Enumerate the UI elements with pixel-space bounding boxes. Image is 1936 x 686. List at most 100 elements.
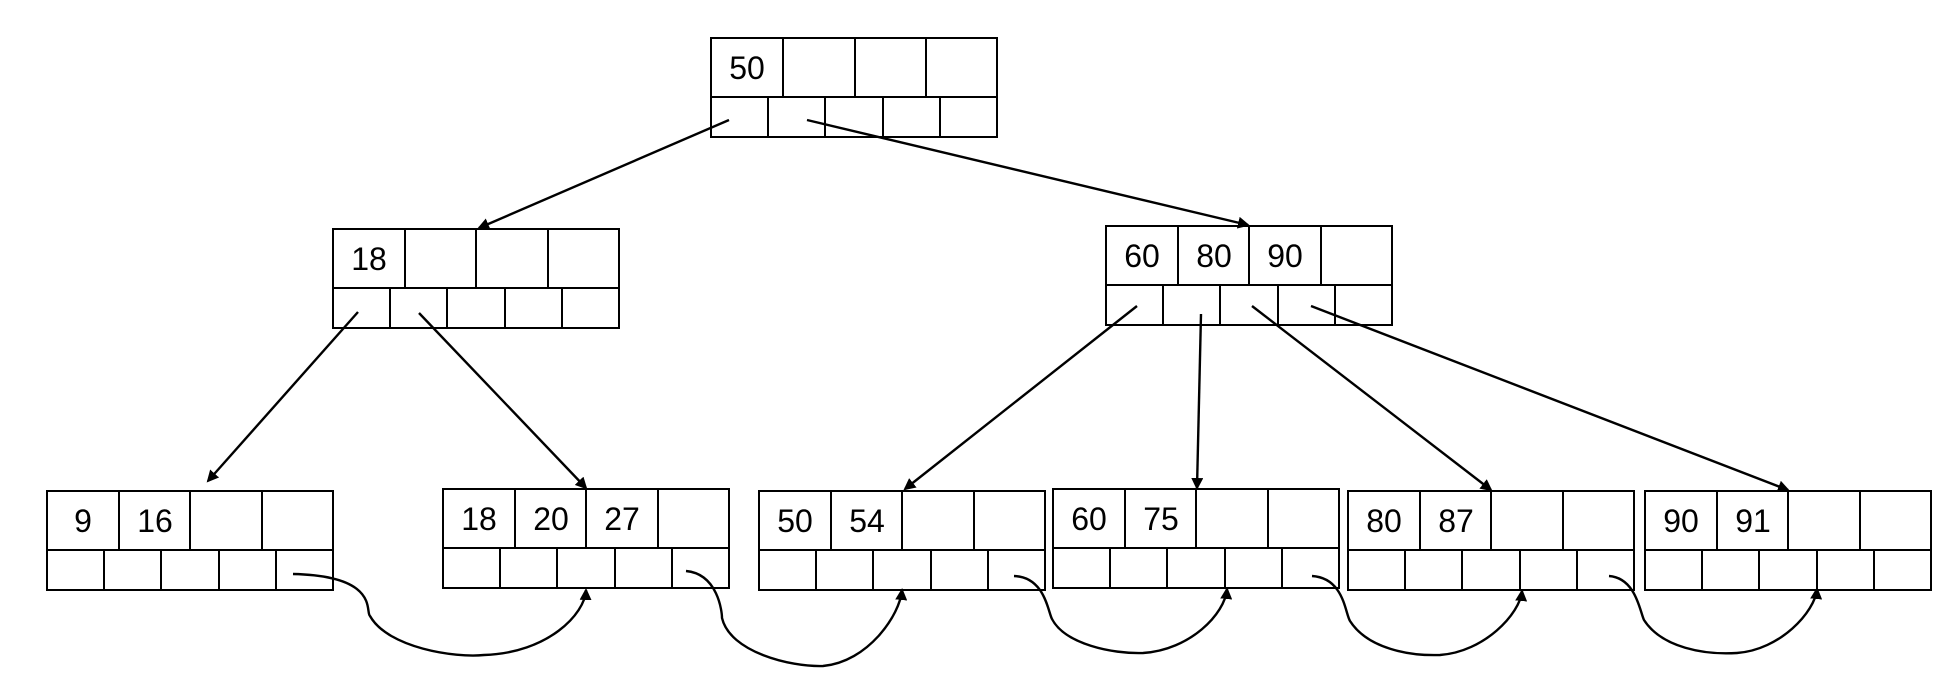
key-row: 50 54: [758, 490, 1046, 551]
pointer-row: [1644, 549, 1932, 591]
pointer-cell: [939, 96, 998, 138]
key-cell: [261, 490, 334, 551]
pointer-cell: [815, 549, 874, 591]
key-cell: [973, 490, 1046, 551]
internal-node-left: 18: [332, 228, 620, 329]
leaf-sibling-links: [292, 569, 1823, 668]
key-cell: [1195, 488, 1269, 549]
key-cell: [854, 37, 927, 98]
pointer-row: [442, 547, 730, 589]
pointer-row: [1052, 547, 1340, 589]
pointer-cell: [1701, 549, 1760, 591]
sibling-link-arrow: [292, 572, 592, 657]
pointer-cell: [160, 549, 220, 591]
edge-arrow: [903, 305, 1138, 491]
key-cell: [1248, 225, 1322, 286]
edge-arrow: [477, 118, 730, 230]
leaf-node: 60 75: [1052, 488, 1340, 589]
key-cell: [925, 37, 998, 98]
pointer-cell: [1052, 547, 1111, 589]
pointer-cell: [1404, 549, 1463, 591]
pointer-cell: [1461, 549, 1521, 591]
key-row: 18: [332, 228, 620, 289]
key-cell: [830, 490, 903, 551]
key-label: 27: [604, 501, 640, 537]
pointer-cell: [1519, 549, 1578, 591]
leaf-node: 90 91: [1644, 490, 1932, 591]
pointer-row: [710, 96, 998, 138]
pointer-cell: [442, 547, 501, 589]
key-label: 54: [849, 503, 885, 539]
pointer-row: [1105, 284, 1393, 326]
key-cell: [710, 37, 784, 98]
pointer-cell: [556, 547, 616, 589]
pointer-row: [332, 287, 620, 329]
pointer-cell: [1758, 549, 1818, 591]
key-cell: [657, 488, 730, 549]
pointer-cell: [275, 549, 334, 591]
key-label: 91: [1735, 503, 1771, 539]
key-cell: [782, 37, 856, 98]
pointer-cell: [1277, 284, 1336, 326]
key-label: 80: [1196, 238, 1232, 274]
pointer-cell: [1347, 549, 1406, 591]
key-label: 75: [1143, 501, 1179, 537]
key-cell: [1347, 490, 1421, 551]
pointer-cell: [389, 287, 448, 329]
leaf-node: 50 54: [758, 490, 1046, 591]
key-label: 80: [1366, 503, 1402, 539]
pointer-cell: [1873, 549, 1932, 591]
key-label: 18: [461, 501, 497, 537]
key-row: 60 75: [1052, 488, 1340, 549]
key-cell: [1052, 488, 1126, 549]
pointer-cell: [930, 549, 989, 591]
key-cell: [1267, 488, 1340, 549]
edge-arrow: [418, 312, 588, 490]
pointer-cell: [499, 547, 558, 589]
key-cell: [901, 490, 975, 551]
pointer-cell: [561, 287, 620, 329]
pointer-cell: [1162, 284, 1221, 326]
pointer-row: [46, 549, 334, 591]
key-cell: [118, 490, 191, 551]
internal-node-right: 60 80 90: [1105, 225, 1393, 326]
sibling-link-arrow: [1013, 574, 1233, 655]
key-cell: [189, 490, 263, 551]
key-cell: [404, 228, 477, 289]
key-row: 9 16: [46, 490, 334, 551]
key-label: 50: [777, 503, 813, 539]
child-pointer-edges: [206, 118, 1790, 492]
pointer-cell: [882, 96, 941, 138]
key-label: 9: [74, 503, 92, 539]
key-cell: [547, 228, 620, 289]
pointer-cell: [218, 549, 277, 591]
edge-arrow: [806, 118, 1250, 229]
key-cell: [1859, 490, 1932, 551]
key-row: 80 87: [1347, 490, 1635, 551]
leaf-node: 80 87: [1347, 490, 1635, 591]
pointer-cell: [1109, 547, 1168, 589]
pointer-cell: [46, 549, 105, 591]
pointer-cell: [1224, 547, 1283, 589]
edge-arrow: [206, 311, 359, 483]
key-cell: [514, 488, 587, 549]
pointer-cell: [671, 547, 730, 589]
key-cell: [1787, 490, 1861, 551]
sibling-link-arrow: [1608, 574, 1823, 655]
pointer-cell: [1166, 547, 1226, 589]
key-label: 90: [1663, 503, 1699, 539]
edge-arrow: [1251, 305, 1493, 492]
pointer-cell: [987, 549, 1046, 591]
pointer-row: [758, 549, 1046, 591]
key-row: 50: [710, 37, 998, 98]
key-cell: [1105, 225, 1179, 286]
key-label: 16: [137, 503, 173, 539]
edge-arrow: [1310, 304, 1790, 492]
key-label: 60: [1071, 501, 1107, 537]
key-cell: [585, 488, 659, 549]
key-cell: [1124, 488, 1197, 549]
key-label: 87: [1438, 503, 1474, 539]
pointer-cell: [504, 287, 563, 329]
pointer-row: [1347, 549, 1635, 591]
